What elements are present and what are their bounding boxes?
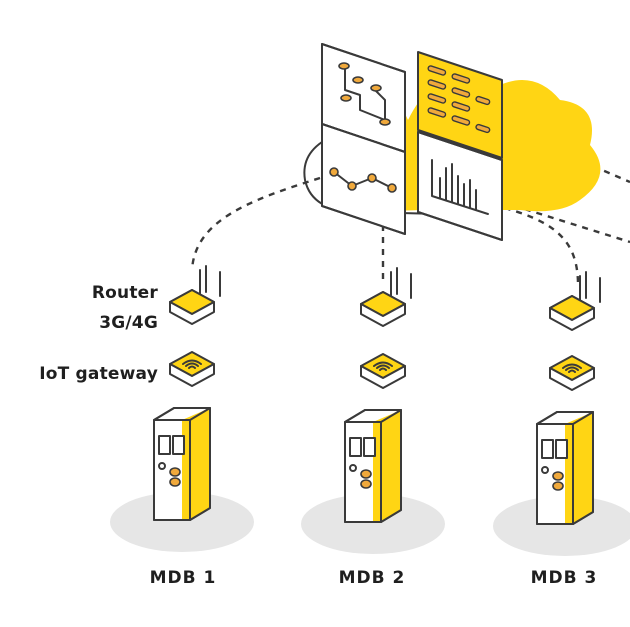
- cabinet-1: [109, 407, 255, 553]
- gateway-2: [360, 353, 406, 389]
- gateway-1: [169, 351, 215, 387]
- screen-line-chart: [321, 123, 406, 235]
- gateway-label: IoT gateway: [39, 364, 158, 384]
- router-2: [360, 267, 412, 327]
- cabinet-2: [300, 409, 446, 555]
- screen-list: [417, 51, 503, 159]
- gateway-3: [549, 355, 595, 391]
- router-1: [169, 265, 221, 325]
- screen-bar-chart: [417, 131, 503, 241]
- router-type-label: 3G/4G: [99, 313, 158, 333]
- router-3: [549, 271, 601, 331]
- cabinet-label-1: MDB 1: [149, 568, 217, 588]
- cabinet-label-3: MDB 3: [530, 568, 598, 588]
- cabinet-label-2: MDB 2: [338, 568, 406, 588]
- cabinet-3: [492, 411, 630, 557]
- router-label: Router: [91, 283, 158, 303]
